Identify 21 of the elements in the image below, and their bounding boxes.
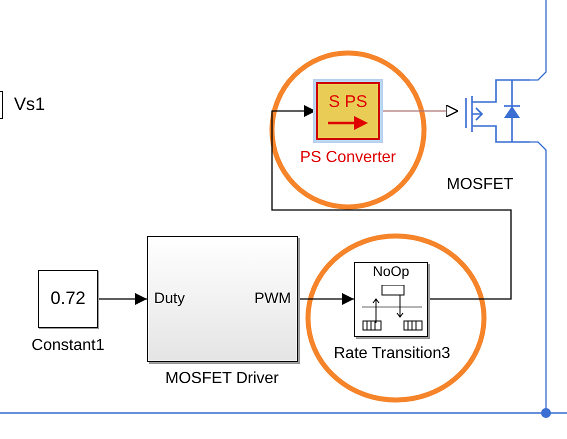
- block-value: 0.72: [49, 289, 87, 309]
- converter-block: [316, 82, 380, 140]
- block-name: Rate Transition3: [332, 345, 452, 363]
- block-name: PS Converter: [298, 149, 398, 167]
- arrow: [380, 104, 459, 118]
- block-name: MOSFET: [446, 176, 514, 194]
- block-name: MOSFET Driver: [164, 370, 280, 388]
- port-label: Duty: [154, 291, 185, 308]
- subsystem-block: [147, 236, 298, 362]
- block-name: Constant1: [30, 337, 106, 355]
- block-label: S PS: [328, 93, 368, 112]
- block-label: NoOp: [372, 264, 410, 280]
- port-label: PWM: [254, 291, 291, 308]
- constant-block: [38, 270, 98, 328]
- arrow: [298, 293, 354, 305]
- block-label: Vs1: [14, 95, 46, 115]
- rate-transition-block: [354, 262, 428, 337]
- arrow: [98, 293, 147, 305]
- mosfet-symbol: [462, 80, 530, 142]
- wire: [530, 0, 547, 81]
- arrow: [271, 105, 512, 300]
